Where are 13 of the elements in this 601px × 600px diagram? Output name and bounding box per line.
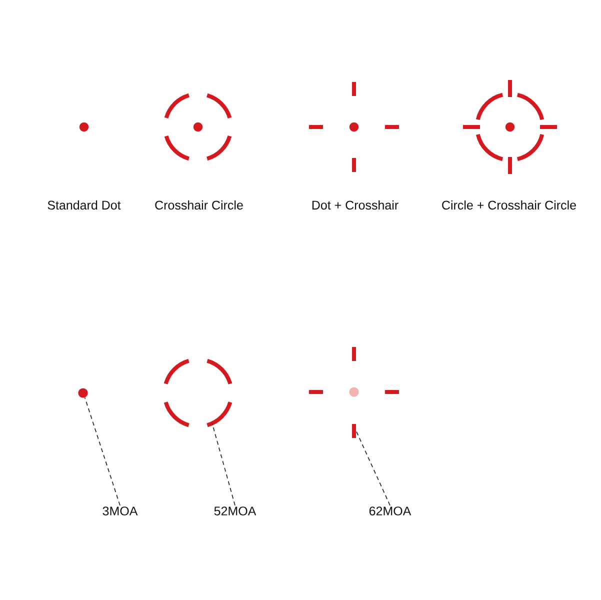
size-label: 3MOA bbox=[102, 506, 138, 516]
reticle-tick bbox=[352, 424, 356, 438]
size-label: 62MOA bbox=[369, 506, 412, 516]
reticle-caption: Circle + Crosshair Circle bbox=[442, 200, 576, 210]
reticle-caption: Dot + Crosshair bbox=[312, 200, 398, 210]
reticle-caption: Standard Dot bbox=[48, 200, 121, 210]
circle-reticle bbox=[164, 358, 232, 428]
leader-line bbox=[356, 430, 390, 506]
leader-line bbox=[84, 397, 120, 506]
reticle-caption: Crosshair Circle bbox=[155, 200, 243, 210]
size-label: 52MOA bbox=[214, 506, 256, 516]
leader-line bbox=[212, 423, 236, 506]
dot bbox=[78, 388, 88, 398]
